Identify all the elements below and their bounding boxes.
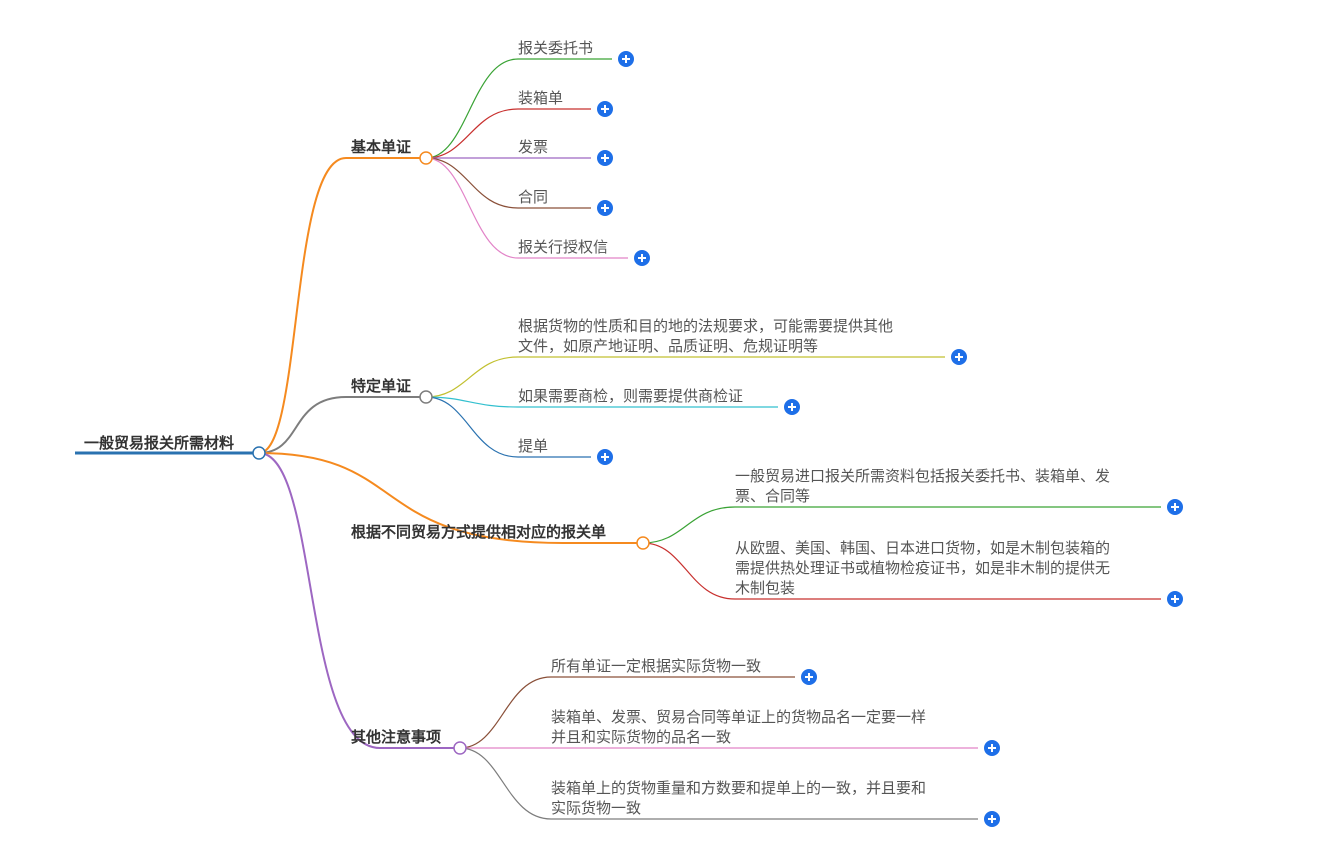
branch-node-circle [419,151,433,165]
leaf-connector [425,157,519,209]
branch-topic[interactable]: 其他注意事项 [351,728,442,746]
expand-plus-icon[interactable] [618,51,634,67]
expand-plus-icon[interactable] [784,399,800,415]
leaf-connector [459,747,552,820]
leaf-topic-text: 从欧盟、美国、韩国、日本进口货物，如是木制包装箱的 [735,539,1111,557]
leaf-topic[interactable]: 报关行授权信 [518,237,608,257]
branch-connector [258,452,564,544]
leaf-connector [425,356,519,398]
leaf-topic[interactable]: 提单 [518,436,548,456]
leaf-topic[interactable]: 根据货物的性质和目的地的法规要求，可能需要提供其他文件，如原产地证明、品质证明、… [518,316,893,356]
leaf-connector [425,108,519,159]
leaf-topic-text: 报关行授权信 [518,238,609,256]
expand-plus-icon[interactable] [597,101,613,117]
leaf-topic[interactable]: 从欧盟、美国、韩国、日本进口货物，如是木制包装箱的需提供热处理证书或植物检疫证书… [735,538,1110,598]
leaf-topic[interactable]: 合同 [518,187,548,207]
leaf-topic-text: 一般贸易进口报关所需资料包括报关委托书、装箱单、发 [735,467,1111,485]
branch-connector [258,396,347,454]
leaf-connector [642,542,736,600]
branch-node-circle [453,741,467,755]
branch-node-circle [419,390,433,404]
leaf-topic[interactable]: 报关委托书 [518,38,593,58]
leaf-topic-text: 合同 [518,188,549,206]
leaf-topic[interactable]: 所有单证一定根据实际货物一致 [551,656,761,676]
leaf-topic-text: 实际货物一致 [551,799,642,817]
branch-topic[interactable]: 根据不同贸易方式提供相对应的报关单 [351,523,607,541]
branch-topic[interactable]: 特定单证 [351,377,412,395]
branch-connector [258,452,381,749]
expand-plus-icon[interactable] [1167,591,1183,607]
leaf-topic[interactable]: 如果需要商检，则需要提供商检证 [518,386,743,406]
leaf-topic-text: 装箱单上的货物重量和方数要和提单上的一致，并且要和 [551,779,927,797]
expand-plus-icon[interactable] [951,349,967,365]
leaf-topic-text: 木制包装 [735,579,796,597]
leaf-topic[interactable]: 发票 [518,137,548,157]
leaf-connector [425,157,519,259]
leaf-topic-text: 提单 [518,437,549,455]
root-node-circle [252,446,266,460]
expand-plus-icon[interactable] [597,449,613,465]
branch-topic[interactable]: 基本单证 [351,138,412,156]
expand-plus-icon[interactable] [984,740,1000,756]
leaf-topic-text: 装箱单、发票、贸易合同等单证上的货物品名一定要一样 [551,708,927,726]
leaf-topic[interactable]: 装箱单上的货物重量和方数要和提单上的一致，并且要和实际货物一致 [551,778,926,818]
root-topic[interactable]: 一般贸易报关所需材料 [84,434,235,452]
expand-plus-icon[interactable] [1167,499,1183,515]
leaf-topic-text: 根据货物的性质和目的地的法规要求，可能需要提供其他 [518,317,894,335]
expand-plus-icon[interactable] [801,669,817,685]
expand-plus-icon[interactable] [634,250,650,266]
leaf-connector [642,506,736,544]
leaf-topic[interactable]: 装箱单 [518,88,563,108]
leaf-connector [425,396,519,458]
leaf-connector [425,396,519,408]
leaf-topic-text: 票、合同等 [735,487,811,505]
leaf-topic-text: 所有单证一定根据实际货物一致 [551,657,762,675]
leaf-topic-text: 并且和实际货物的品名一致 [551,728,732,746]
leaf-topic-text: 如果需要商检，则需要提供商检证 [518,387,744,405]
leaf-connector [425,58,519,159]
leaf-topic-text: 需提供热处理证书或植物检疫证书，如是非木制的提供无 [735,559,1111,577]
leaf-topic-text: 文件，如原产地证明、品质证明、危规证明等 [518,337,819,355]
leaf-connector [459,676,552,749]
leaf-topic[interactable]: 一般贸易进口报关所需资料包括报关委托书、装箱单、发票、合同等 [735,466,1110,506]
expand-plus-icon[interactable] [984,811,1000,827]
leaf-topic-text: 报关委托书 [518,39,594,57]
expand-plus-icon[interactable] [597,200,613,216]
expand-plus-icon[interactable] [597,150,613,166]
leaf-topic-text: 发票 [518,138,549,156]
leaf-topic-text: 装箱单 [518,89,564,107]
branch-node-circle [636,536,650,550]
branch-connector [258,157,347,454]
leaf-topic[interactable]: 装箱单、发票、贸易合同等单证上的货物品名一定要一样并且和实际货物的品名一致 [551,707,926,747]
